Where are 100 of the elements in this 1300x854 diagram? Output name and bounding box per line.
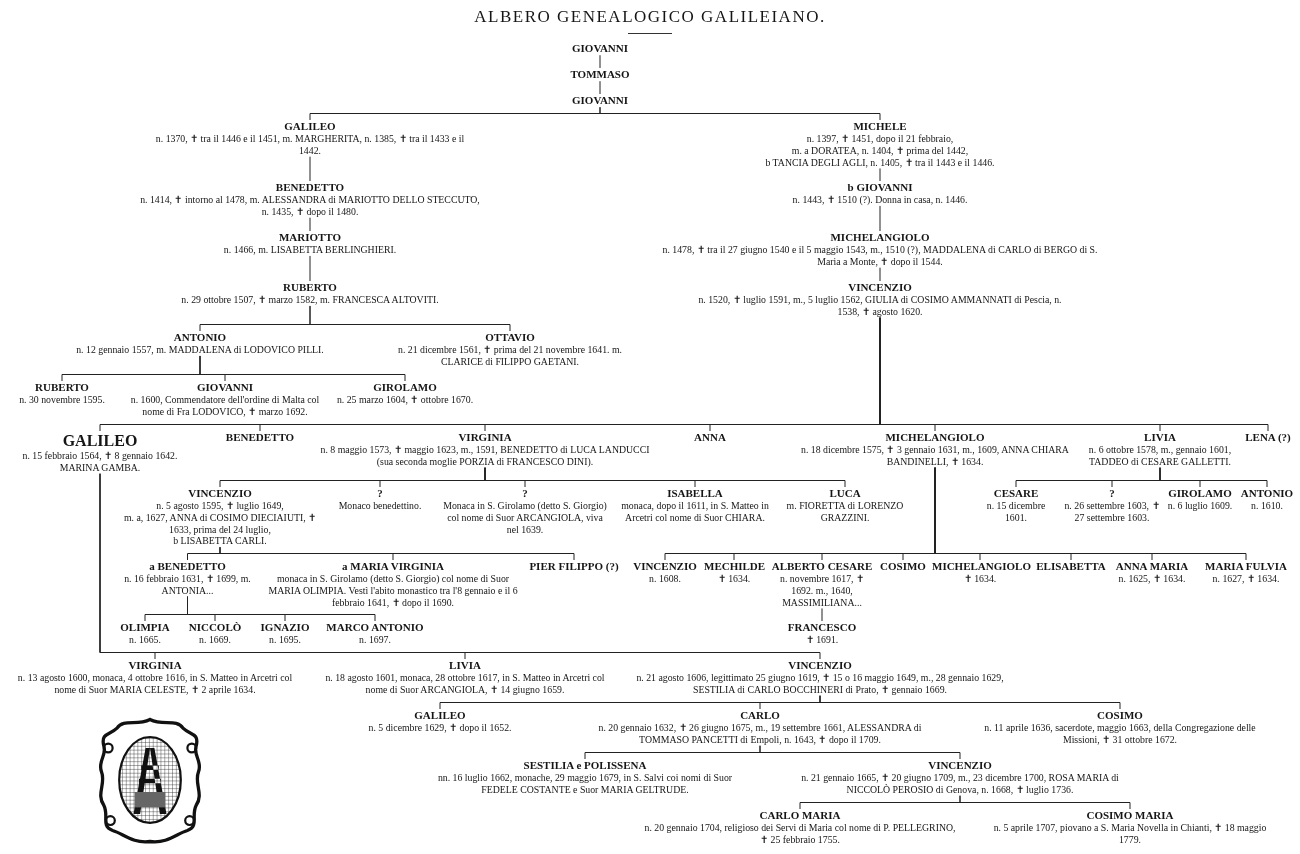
- name-heading: ANTONIO: [1239, 487, 1295, 501]
- biography-text: monaca, dopo il 1611, in S. Matteo in Arcetri col nome di Suor CHIARA.: [620, 500, 770, 524]
- biography-text: n. 1520, ✝ luglio 1591, m., 5 luglio 1562, GIULIA di COSIMO AMMANNATI di Pescia, n. 1538, ✝ agosto 1620.: [697, 294, 1063, 318]
- biography-text: n. 5 agosto 1595, ✝ luglio 1649,: [155, 500, 285, 512]
- biography-text: n. novembre 1617, ✝ 1692. m., 1640, MASSIMILIANA...: [779, 573, 865, 609]
- connector-line: [934, 467, 1247, 561]
- name-heading: GIOVANNI: [196, 381, 254, 395]
- name-heading: BENEDETTO: [224, 431, 296, 445]
- biography-text: n. 1665.: [128, 634, 162, 646]
- biography-text: n. 11 aprile 1636, sacerdote, maggio 1663, della Congregazione delle Missioni, ✝ 31 ottobre 1672.: [983, 722, 1257, 746]
- biography-text: b TANCIA DEGLI AGLI, n. 1405, ✝ tra il 1443 e il 1446.: [764, 156, 996, 169]
- name-heading: MICHELANGIOLO: [829, 231, 931, 245]
- name-heading: ANNA: [693, 431, 727, 445]
- name-heading: CARLO MARIA: [758, 809, 842, 823]
- name-heading: ANNA MARIA: [1114, 560, 1190, 574]
- name-heading: VIRGINIA: [127, 659, 183, 673]
- name-heading: MICHELE: [852, 120, 908, 134]
- name-heading: ANTONIO: [172, 331, 228, 345]
- biography-text: n. 1414, ✝ intorno al 1478, m. ALESSANDRA di MARIOTTO DELLO STECCUTO, n. 1435, ✝ dopo il 1480.: [140, 194, 480, 218]
- name-heading: GIROLAMO: [1167, 487, 1233, 501]
- name-heading: b GIOVANNI: [846, 181, 914, 195]
- biography-text: ✝ 1634.: [716, 573, 752, 585]
- name-heading: PIER FILIPPO (?): [528, 560, 620, 574]
- name-heading: IGNAZIO: [259, 621, 311, 635]
- biography-text: n. 20 gennaio 1704, religioso dei Servi di Maria col nome di P. PELLEGRINO, ✝ 25 febbraio 1755.: [643, 822, 957, 846]
- biography-text: n. 13 agosto 1600, monaca, 4 ottobre 1616, in S. Matteo in Arcetri col nome di Suor MARIA CELESTE, ✝ 2 aprile 1634.: [16, 672, 294, 696]
- biography-text: n. 1370, ✝ tra il 1446 e il 1451, m. MARGHERITA, n. 1385, ✝ tra il 1433 e il 1442.: [154, 133, 466, 157]
- name-heading: ?: [1108, 487, 1116, 501]
- connector-line: [199, 355, 406, 382]
- biography-text: monaca in S. Girolamo (detto S. Giorgio) col nome di Suor MARIA OLIMPIA. Vestì l'abito monastico tra l'8 gennaio e il 6 febbraio 1641, ✝ dopo il 1690.: [268, 573, 518, 609]
- name-heading: LENA (?): [1244, 431, 1292, 445]
- connector-line: [219, 546, 575, 561]
- name-heading: ELISABETTA: [1035, 560, 1107, 574]
- name-heading: MICHELANGIOLO: [884, 431, 986, 445]
- biography-text: ✝ 1691.: [804, 634, 840, 646]
- biography-text: n. 1697.: [358, 634, 392, 646]
- name-heading: COSIMO MARIA: [1085, 809, 1175, 823]
- name-heading: GIROLAMO: [372, 381, 438, 395]
- name-heading: ALBERTO CESARE: [770, 560, 874, 574]
- biography-text: n. 29 ottobre 1507, ✝ marzo 1582, m. FRANCESCA ALTOVITI.: [180, 294, 440, 306]
- name-heading: GIOVANNI: [571, 94, 629, 108]
- biography-text: m. FIORETTA di LORENZO GRAZZINI.: [785, 500, 905, 524]
- name-heading: VINCENZIO: [632, 560, 698, 574]
- name-heading: VINCENZIO: [847, 281, 913, 295]
- name-heading: BENEDETTO: [274, 181, 346, 195]
- name-heading: ?: [521, 487, 529, 501]
- name-heading: LIVIA: [448, 659, 482, 673]
- name-heading: a BENEDETTO: [148, 560, 227, 574]
- biography-text: n. 18 agosto 1601, monaca, 28 ottobre 1617, in S. Matteo in Arcetri col nome di Suor ARCANGIOLA, ✝ 14 giugno 1659.: [324, 672, 606, 696]
- name-heading: COSIMO: [880, 560, 926, 574]
- biography-text: n. 25 marzo 1604, ✝ ottobre 1670.: [335, 394, 475, 406]
- connector-line: [599, 80, 601, 95]
- name-heading: LIVIA: [1143, 431, 1177, 445]
- name-heading: OLIMPIA: [119, 621, 171, 635]
- biography-text: n. 1625, ✝ 1634.: [1117, 573, 1187, 585]
- name-heading: SESTILIA e POLISSENA: [522, 759, 648, 773]
- biography-text: n. 18 dicembre 1575, ✝ 3 gennaio 1631, m., 1609, ANNA CHIARA BANDINELLI, ✝ 1634.: [800, 444, 1070, 468]
- name-heading: MARCO ANTONIO: [325, 621, 425, 635]
- connector-line: [309, 305, 511, 332]
- biography-text: n. 30 novembre 1595.: [18, 394, 106, 406]
- name-heading: RUBERTO: [282, 281, 338, 295]
- name-heading: NICCOLÒ: [187, 621, 243, 635]
- biography-text: n. 1600, Commendatore dell'ordine di Malta col nome di Fra LODOVICO, ✝ marzo 1692.: [130, 394, 320, 418]
- connector-line: [484, 467, 846, 488]
- biography-text: n. 21 dicembre 1561, ✝ prima del 21 novembre 1641. m. CLARICE di FILIPPO GAETANI.: [397, 344, 623, 368]
- name-heading: ISABELLA: [666, 487, 724, 501]
- connector-line: [879, 167, 881, 182]
- name-heading: CESARE: [992, 487, 1040, 501]
- name-heading: GALILEO: [413, 709, 467, 723]
- biography-text: n. 8 maggio 1573, ✝ maggio 1623, m., 1591, BENEDETTO di LUCA LANDUCCI (sua seconda moglie PORZIA di FRANCESCO DINI).: [320, 444, 650, 468]
- connector-line: [187, 596, 376, 622]
- name-heading: MECHILDE: [704, 560, 764, 574]
- connector-line: [879, 205, 881, 232]
- biography-text: n. 5 aprile 1707, piovano a S. Maria Novella in Chianti, ✝ 18 maggio 1779.: [992, 822, 1268, 846]
- biography-text: n. 1443, ✝ 1510 (?). Donna in casa, n. 1446.: [791, 194, 969, 206]
- biography-text: n. 1610.: [1250, 500, 1284, 512]
- name-heading: TOMMASO: [569, 68, 631, 82]
- biography-text: n. 1669.: [198, 634, 232, 646]
- biography-text: nn. 16 luglio 1662, monache, 29 maggio 1679, in S. Salvi coi nomi di Suor FEDELE COSTANTE e Suor MARIA GELTRUDE.: [436, 772, 734, 796]
- name-heading: ?: [376, 487, 384, 501]
- connector-line: [309, 156, 311, 182]
- biography-text: n. 5 dicembre 1629, ✝ dopo il 1652.: [367, 722, 513, 734]
- connector-line: [879, 317, 1269, 432]
- biography-text: b LISABETTA CARLI.: [172, 535, 268, 548]
- connector-line: [959, 795, 1131, 810]
- name-heading: VINCENZIO: [187, 487, 253, 501]
- connector-line: [309, 255, 311, 282]
- biography-text: Monaco benedettino.: [337, 500, 423, 512]
- name-heading: GALILEO: [283, 120, 337, 134]
- biography-text: n. 12 gennaio 1557, m. MADDALENA di LODOVICO PILLI.: [75, 344, 325, 356]
- name-heading: GIOVANNI: [571, 42, 629, 56]
- biography-text: n. 6 ottobre 1578, m., gennaio 1601, TADDEO di CESARE GALLETTI.: [1087, 444, 1233, 468]
- connector-line: [309, 217, 311, 232]
- biography-text: n. 26 settembre 1603, ✝ 27 settembre 1603.: [1063, 500, 1161, 524]
- biography-text: Monaca in S. Girolamo (detto S. Giorgio) col nome di Suor ARCANGIOLA, viva nel 1639.: [442, 500, 608, 536]
- name-heading: OTTAVIO: [484, 331, 536, 345]
- name-heading: CARLO: [739, 709, 781, 723]
- connector-line: [99, 473, 821, 660]
- connector-line: [821, 607, 823, 622]
- connector-line: [819, 695, 1121, 710]
